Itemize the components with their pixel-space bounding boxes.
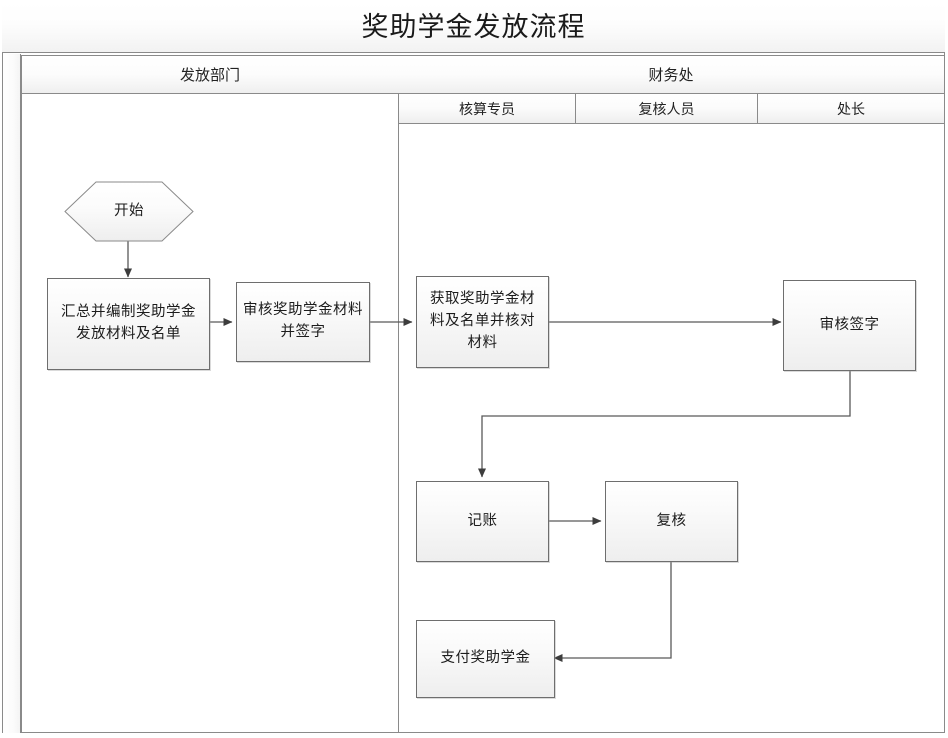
node-director-sign[interactable]: 审核签字	[783, 280, 916, 371]
node-label: 审核签字	[819, 316, 880, 333]
left-gutter	[3, 54, 21, 733]
node-recheck[interactable]: 复核	[605, 481, 738, 562]
node-label: 支付奖助学金	[440, 650, 531, 667]
node-pay-scholarship[interactable]: 支付奖助学金	[416, 620, 555, 698]
node-label: 开始	[114, 202, 144, 219]
lane-label: 财务处	[648, 67, 694, 84]
node-start[interactable]: 开始	[64, 181, 194, 242]
role-label: 处长	[837, 100, 865, 117]
lane-header-issuing-department: 发放部门	[21, 55, 399, 94]
node-compile-materials[interactable]: 汇总并编制奖助学金发放材料及名单	[47, 278, 210, 370]
hexagon-shape	[64, 181, 194, 242]
role-header-director: 处长	[757, 94, 945, 124]
role-label: 核算专员	[459, 100, 515, 117]
role-header-accounting-specialist: 核算专员	[398, 94, 576, 124]
diagram-title-bar: 奖助学金发放流程	[2, 2, 945, 53]
role-header-reviewer: 复核人员	[575, 94, 758, 124]
node-label: 审核奖助学金材料并签字	[243, 302, 363, 340]
role-label: 复核人员	[638, 100, 695, 117]
node-review-and-sign-materials[interactable]: 审核奖助学金材料并签字	[236, 282, 370, 362]
lane-body-finance-office	[398, 123, 945, 733]
node-fetch-and-verify-materials[interactable]: 获取奖助学金材料及名单并核对材料	[416, 276, 549, 368]
page-title: 奖助学金发放流程	[361, 11, 586, 42]
node-label: 记账	[467, 512, 498, 529]
node-label: 复核	[656, 512, 687, 529]
node-bookkeeping[interactable]: 记账	[416, 481, 549, 562]
node-label: 获取奖助学金材料及名单并核对材料	[430, 291, 535, 351]
lane-header-finance-office: 财务处	[398, 55, 945, 94]
lane-label: 发放部门	[179, 67, 240, 84]
node-label: 汇总并编制奖助学金发放材料及名单	[61, 304, 196, 342]
